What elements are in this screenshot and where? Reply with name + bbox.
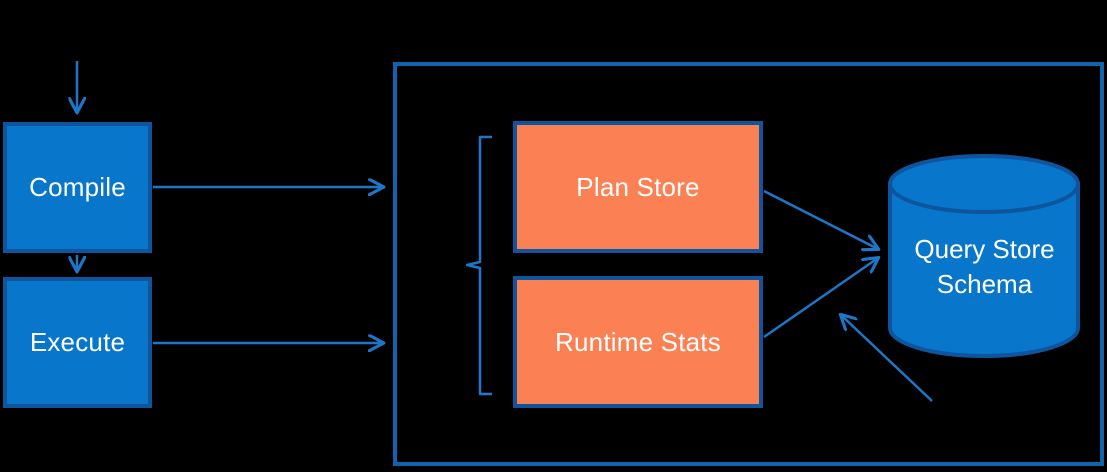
query-store-schema-label: Query Store Schema bbox=[914, 234, 1055, 299]
compile-node: Compile bbox=[3, 122, 152, 253]
plan-store-node: Plan Store bbox=[513, 121, 763, 253]
execute-node: Execute bbox=[3, 277, 152, 408]
arrow-async-to-schema bbox=[841, 315, 933, 402]
query-store-container-box bbox=[393, 62, 1104, 466]
runtime-stats-label: Runtime Stats bbox=[555, 326, 721, 357]
compile-label: Compile bbox=[29, 172, 126, 202]
runtime-stats-node: Runtime Stats bbox=[513, 276, 763, 408]
execute-label: Execute bbox=[29, 327, 126, 357]
plan-store-label: Plan Store bbox=[576, 171, 700, 202]
arrow-runtime-stats-to-schema bbox=[763, 258, 878, 339]
database-cylinder-icon bbox=[888, 154, 1080, 358]
grouping-bracket bbox=[465, 135, 492, 396]
arrow-plan-store-to-schema bbox=[763, 189, 878, 249]
